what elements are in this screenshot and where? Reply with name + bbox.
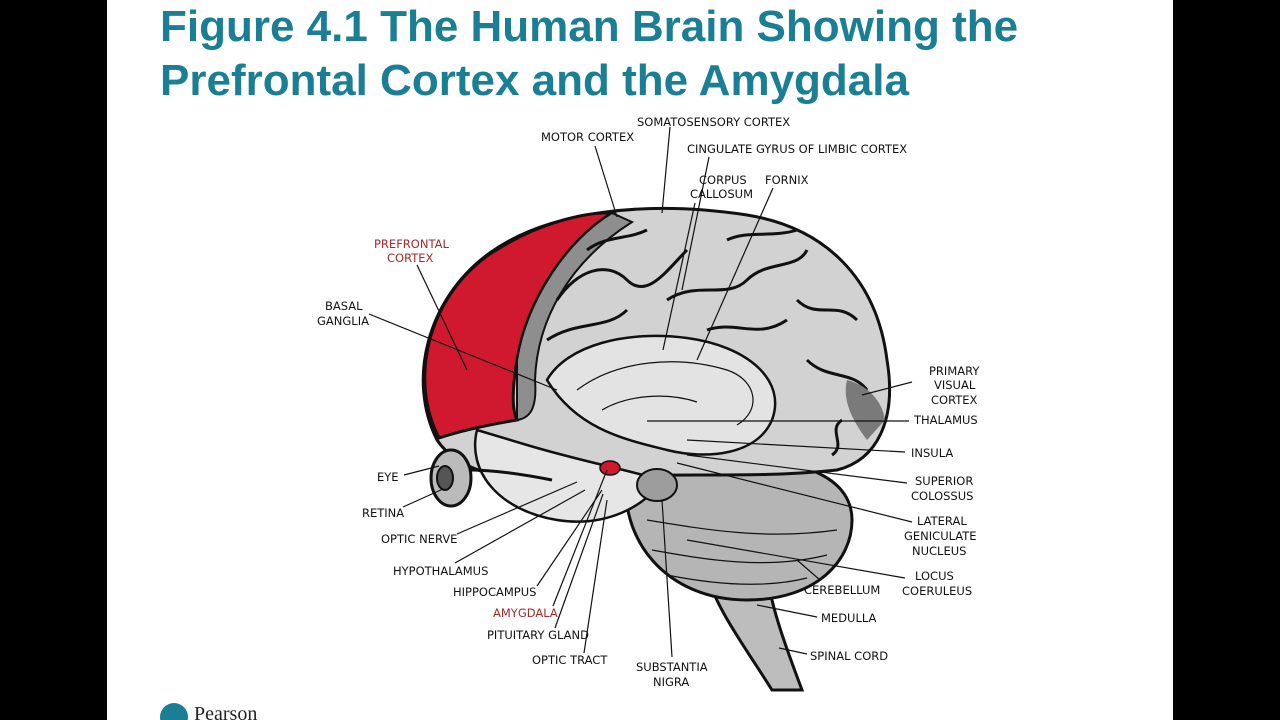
pearson-wordmark: Pearson — [194, 702, 258, 720]
cerebellum-shape — [624, 458, 854, 602]
label-corpus-callosum-line1: CORPUS — [699, 173, 747, 187]
label-primary-visual-cortex-line2: VISUAL — [934, 378, 976, 392]
label-lateral-geniculate-line1: LATERAL — [917, 514, 967, 528]
label-eye: EYE — [377, 470, 399, 484]
label-substantia-nigra-line1: SUBSTANTIA — [636, 660, 708, 674]
leader-lines — [368, 126, 913, 658]
label-fornix: FORNIX — [765, 173, 809, 187]
label-motor-cortex: MOTOR CORTEX — [541, 130, 634, 144]
amygdala-shape — [599, 460, 621, 476]
label-retina: RETINA — [362, 506, 404, 520]
label-primary-visual-cortex-line1: PRIMARY — [929, 364, 980, 378]
label-prefrontal-cortex-line1: PREFRONTAL — [374, 237, 449, 251]
eye-shape — [429, 448, 553, 508]
label-superior-colossus-line1: SUPERIOR — [915, 474, 973, 488]
label-lateral-geniculate-line3: NUCLEUS — [912, 544, 966, 558]
midbrain-shape — [636, 468, 678, 502]
label-locus-coeruleus-line2: COERULEUS — [902, 584, 972, 598]
title-line-1: Figure 4.1 The Human Brain Showing the — [160, 2, 1019, 51]
label-primary-visual-cortex-line3: CORTEX — [931, 393, 978, 407]
label-superior-colossus-line2: COLOSSUS — [911, 489, 973, 503]
label-optic-nerve: OPTIC NERVE — [381, 532, 457, 546]
diagram-labels: SOMATOSENSORY CORTEX MOTOR CORTEX CINGUL… — [317, 115, 980, 689]
label-medulla: MEDULLA — [821, 611, 877, 625]
label-hippocampus: HIPPOCAMPUS — [453, 585, 536, 599]
label-amygdala: AMYGDALA — [493, 606, 558, 620]
pearson-logo-icon — [160, 703, 188, 720]
slide: Figure 4.1 The Human Brain Showing the P… — [107, 0, 1173, 720]
label-thalamus: THALAMUS — [913, 413, 978, 427]
label-cingulate-gyrus: CINGULATE GYRUS OF LIMBIC CORTEX — [687, 142, 907, 156]
title-line-2: Prefrontal Cortex and the Amygdala — [160, 56, 909, 105]
label-substantia-nigra-line2: NIGRA — [653, 675, 689, 689]
gyri-lines — [546, 228, 869, 457]
brain-illustration — [421, 207, 892, 692]
label-somatosensory-cortex: SOMATOSENSORY CORTEX — [637, 115, 790, 129]
label-lateral-geniculate-line2: GENICULATE — [904, 529, 977, 543]
label-locus-coeruleus-line1: LOCUS — [915, 569, 954, 583]
label-cerebellum: CEREBELLUM — [804, 583, 880, 597]
label-hypothalamus: HYPOTHALAMUS — [393, 564, 488, 578]
label-insula: INSULA — [911, 446, 953, 460]
pearson-logo: Pearson — [160, 703, 257, 720]
temporal-lobe-shape — [473, 428, 664, 523]
inner-structure — [545, 334, 777, 456]
motor-cortex-band — [516, 211, 635, 422]
label-spinal-cord: SPINAL CORD — [810, 649, 888, 663]
label-corpus-callosum-line2: CALLOSUM — [690, 187, 753, 201]
label-basal-ganglia-line2: GANGLIA — [317, 314, 369, 328]
label-basal-ganglia-line1: BASAL — [325, 299, 363, 313]
label-pituitary-gland: PITUITARY GLAND — [487, 628, 589, 642]
visual-cortex-shape — [845, 380, 885, 440]
label-prefrontal-cortex-line2: CORTEX — [387, 251, 434, 265]
spinal-cord-shape — [705, 573, 805, 692]
brain-diagram: SOMATOSENSORY CORTEX MOTOR CORTEX CINGUL… — [317, 115, 980, 692]
slide-title: Figure 4.1 The Human Brain Showing the P… — [160, 0, 1160, 108]
label-optic-tract: OPTIC TRACT — [532, 653, 608, 667]
